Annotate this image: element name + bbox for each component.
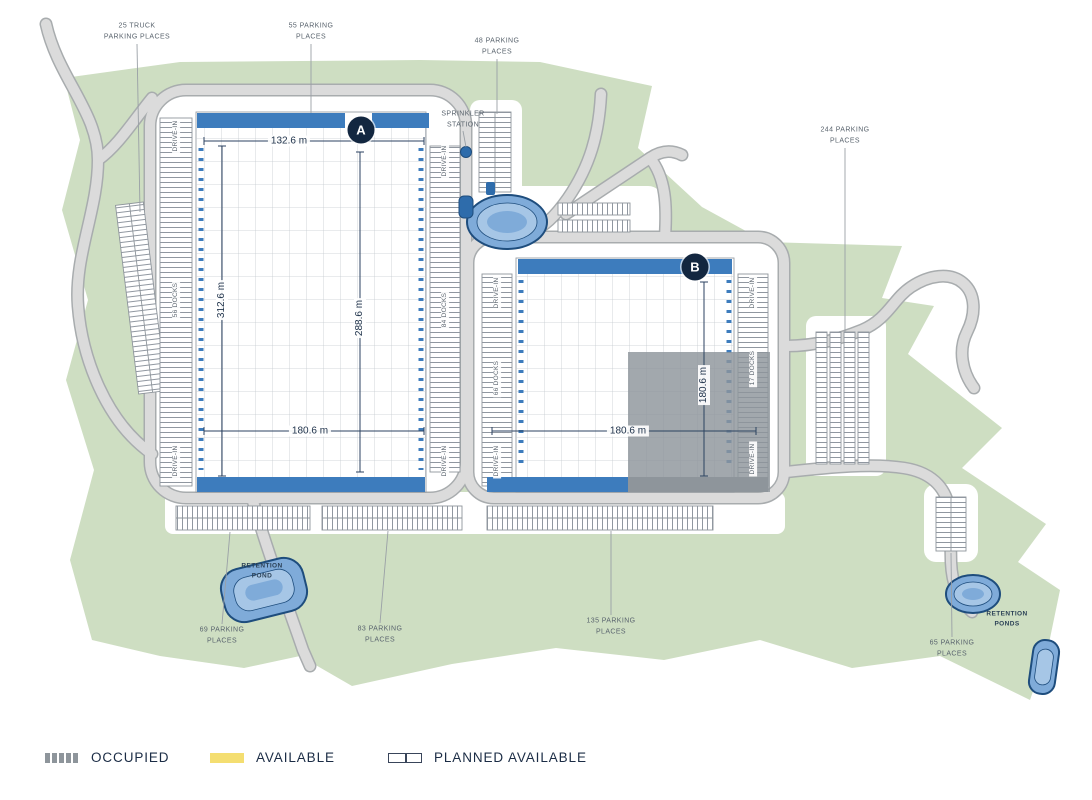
available-label: AVAILABLE: [256, 750, 335, 765]
retention-pond-label: RETENTION POND: [241, 562, 283, 579]
parking-83-label: 83 PARKING PLACES: [357, 625, 403, 644]
occupied-label: OCCUPIED: [91, 750, 170, 765]
parking-55-label: 55 PARKING PLACES: [288, 22, 334, 41]
building-a-marker: A: [347, 116, 375, 144]
occupied-swatch: [45, 752, 79, 763]
parking-65-label: 65 PARKING PLACES: [929, 639, 975, 658]
legend-item-planned: PLANNED AVAILABLE: [388, 750, 587, 765]
retention-pond-left: [219, 556, 309, 624]
bottom-parking-rows: [175, 505, 714, 531]
docks-a-right-label: 84 DOCKS: [441, 290, 449, 330]
site-plan-drawing: [39, 17, 1061, 700]
parking-48-label: 48 PARKING PLACES: [474, 37, 520, 56]
drive-in-label: DRIVE-IN: [749, 275, 757, 311]
retention-ponds-right: [945, 574, 1061, 695]
dim-a-bottom: 180.6 m: [288, 425, 332, 437]
planned-available-swatch: [388, 752, 422, 763]
sprinkler-station: [458, 146, 495, 219]
parking-244-label: 244 PARKING PLACES: [820, 126, 870, 145]
building-b-marker: B: [681, 253, 709, 281]
drive-in-label: DRIVE-IN: [441, 443, 449, 479]
building-a-bottom-strip: [197, 477, 425, 492]
parking-48-area: [478, 111, 512, 193]
legend: OCCUPIED AVAILABLE PLANNED AVAILABLE: [0, 742, 1092, 787]
planned-available-label: PLANNED AVAILABLE: [434, 750, 587, 765]
pond-top: [466, 194, 548, 250]
docks-b-right-label: 17 DOCKS: [749, 348, 757, 388]
drive-in-label: DRIVE-IN: [493, 275, 501, 311]
callout-lines: [136, 43, 953, 638]
legend-item-available: AVAILABLE: [210, 750, 335, 765]
drive-in-label: DRIVE-IN: [749, 441, 757, 477]
building-a-top-strip: [197, 113, 345, 128]
dim-a-mid: 288.6 m: [354, 297, 366, 339]
parking-65-area: [935, 496, 967, 552]
building-a: [195, 111, 429, 493]
truck-parking-label: 25 TRUCK PARKING PLACES: [103, 22, 171, 41]
sprinkler-station-label: SPRINKLER STATION: [441, 110, 485, 129]
truck-parking-area: [115, 201, 167, 395]
parking-244-area: [815, 331, 870, 465]
small-parking-strips: [557, 202, 631, 233]
legend-item-occupied: OCCUPIED: [45, 750, 169, 765]
dim-b-right: 180.6 m: [698, 364, 710, 406]
docks-b-left-label: 66 DOCKS: [493, 358, 501, 398]
drive-in-label: DRIVE-IN: [441, 143, 449, 179]
available-swatch: [210, 752, 244, 763]
building-b: [487, 257, 770, 493]
drive-in-label: DRIVE-IN: [493, 443, 501, 479]
parking-69-label: 69 PARKING PLACES: [199, 626, 245, 645]
building-b-top-strip: [518, 259, 732, 274]
dim-a-top: 132.6 m: [267, 135, 311, 147]
dim-a-left: 312.6 m: [216, 279, 228, 321]
docks-a-left-label: 56 DOCKS: [172, 280, 180, 320]
building-b-bottom-strip: [487, 477, 628, 492]
drive-in-label: DRIVE-IN: [172, 443, 180, 479]
drive-in-label: DRIVE-IN: [172, 118, 180, 154]
dim-b-bottom: 180.6 m: [606, 425, 650, 437]
parking-135-label: 135 PARKING PLACES: [586, 617, 636, 636]
retention-ponds-label: RETENTION PONDS: [986, 610, 1028, 627]
